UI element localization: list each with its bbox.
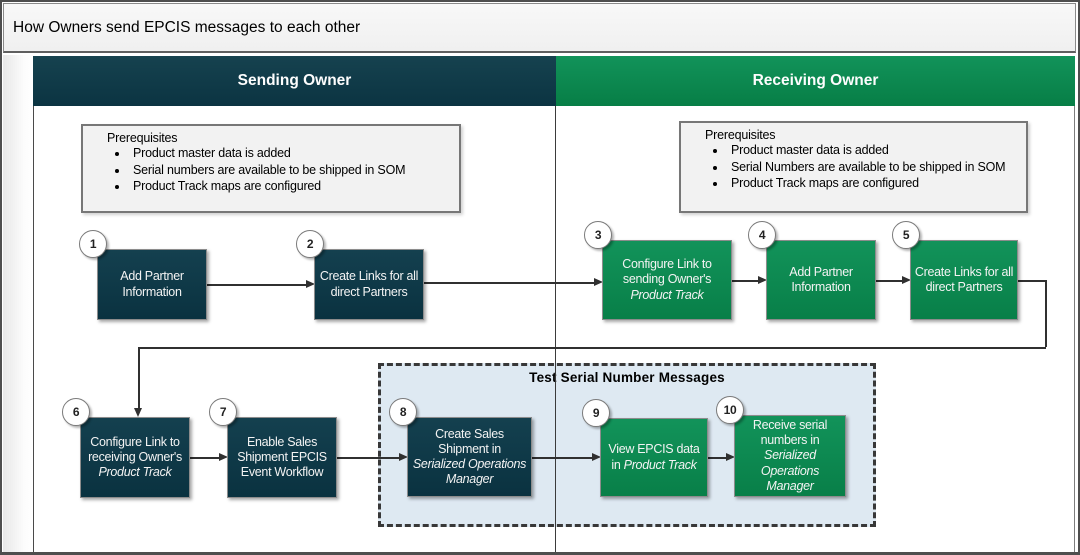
prereq-item: Product Track maps are configured bbox=[129, 179, 459, 195]
prerequisites-box-sending: Prerequisites Product master data is add… bbox=[81, 124, 461, 213]
arrow-step9-to-step10 bbox=[708, 457, 726, 459]
step-label: View EPCIS data in Product Track bbox=[608, 442, 700, 472]
step-number-badge: 7 bbox=[209, 398, 237, 426]
step-label: Enable Sales Shipment EPCIS Event Workfl… bbox=[237, 434, 327, 480]
arrow-step2-to-step3 bbox=[424, 282, 594, 284]
arrowhead-step4 bbox=[758, 276, 767, 284]
step-number-badge: 8 bbox=[389, 398, 417, 426]
step-label: Configure Link to receiving Owner's Prod… bbox=[88, 434, 182, 480]
step-number-badge: 1 bbox=[79, 230, 107, 258]
arrow-step1-to-step2 bbox=[207, 284, 306, 286]
step-label: Create Links for all direct Partners bbox=[319, 269, 419, 299]
step-box-6: 6 Configure Link to receiving Owner's Pr… bbox=[62, 398, 190, 498]
lane-divider bbox=[555, 106, 556, 552]
prerequisites-title: Prerequisites bbox=[705, 128, 776, 142]
step-number-badge: 5 bbox=[892, 221, 920, 249]
group-title: Test Serial Number Messages bbox=[529, 370, 725, 385]
connector-into-step6 bbox=[138, 347, 140, 408]
step-box-9: 9 View EPCIS data in Product Track bbox=[582, 399, 708, 497]
connector-across bbox=[138, 347, 1046, 349]
step-box-2: 2 Create Links for all direct Partners bbox=[296, 230, 424, 320]
step-number-badge: 10 bbox=[716, 396, 744, 424]
step-number-badge: 6 bbox=[62, 398, 90, 426]
prerequisites-title: Prerequisites bbox=[107, 131, 178, 145]
prerequisites-list: Product master data is added Serial numb… bbox=[83, 146, 459, 195]
connector-step5-out bbox=[1018, 280, 1045, 282]
prereq-item: Product Track maps are configured bbox=[727, 176, 1026, 192]
step-box-5: 5 Create Links for all direct Partners bbox=[892, 221, 1018, 320]
arrowhead-step10 bbox=[726, 453, 735, 461]
step-label: Create Sales Shipment in Serialized Oper… bbox=[412, 426, 527, 487]
step-box-4: 4 Add Partner Information bbox=[748, 221, 876, 320]
prerequisites-list: Product master data is added Serial Numb… bbox=[681, 143, 1026, 192]
page-title: How Owners send EPCIS messages to each o… bbox=[3, 3, 1076, 53]
step-number-badge: 9 bbox=[582, 399, 610, 427]
left-margin-strip bbox=[3, 55, 33, 552]
lane-header-receiving-owner: Receiving Owner bbox=[556, 56, 1075, 106]
prerequisites-box-receiving: Prerequisites Product master data is add… bbox=[679, 121, 1028, 213]
step-box-3: 3 Configure Link to sending Owner's Prod… bbox=[584, 221, 732, 320]
step-box-10: 10 Receive serial numbers in Serialized … bbox=[716, 396, 846, 497]
arrow-step4-to-step5 bbox=[876, 280, 902, 282]
arrow-step3-to-step4 bbox=[732, 280, 758, 282]
connector-step5-down bbox=[1045, 280, 1047, 347]
arrowhead-step2 bbox=[306, 280, 315, 288]
arrowhead-step3 bbox=[594, 278, 603, 286]
arrowhead-step7 bbox=[219, 453, 228, 461]
prereq-item: Product master data is added bbox=[129, 146, 459, 162]
step-label: Add Partner Information bbox=[120, 269, 184, 299]
arrow-step8-to-step9 bbox=[532, 457, 592, 459]
step-label: Receive serial numbers in Serialized Ope… bbox=[752, 417, 828, 493]
prereq-item: Product master data is added bbox=[727, 143, 1026, 159]
prereq-item: Serial numbers are available to be shipp… bbox=[129, 163, 459, 179]
step-box-8: 8 Create Sales Shipment in Serialized Op… bbox=[389, 398, 532, 497]
step-label: Add Partner Information bbox=[789, 264, 853, 294]
step-box-7: 7 Enable Sales Shipment EPCIS Event Work… bbox=[209, 398, 337, 498]
step-label: Create Links for all direct Partners bbox=[914, 264, 1014, 294]
step-label: Configure Link to sending Owner's Produc… bbox=[622, 257, 712, 302]
diagram-frame bbox=[33, 56, 1075, 552]
arrowhead-step9 bbox=[592, 453, 601, 461]
arrowhead-step8 bbox=[399, 453, 408, 461]
arrowhead-step5 bbox=[902, 276, 911, 284]
arrow-step7-to-step8 bbox=[337, 457, 399, 459]
step-number-badge: 2 bbox=[296, 230, 324, 258]
prereq-item: Serial Numbers are available to be shipp… bbox=[727, 160, 1026, 176]
step-number-badge: 4 bbox=[748, 221, 776, 249]
step-box-1: 1 Add Partner Information bbox=[79, 230, 207, 320]
arrowhead-step6 bbox=[134, 408, 142, 417]
arrow-step6-to-step7 bbox=[190, 457, 219, 459]
lane-header-sending-owner: Sending Owner bbox=[33, 56, 556, 106]
step-number-badge: 3 bbox=[584, 221, 612, 249]
